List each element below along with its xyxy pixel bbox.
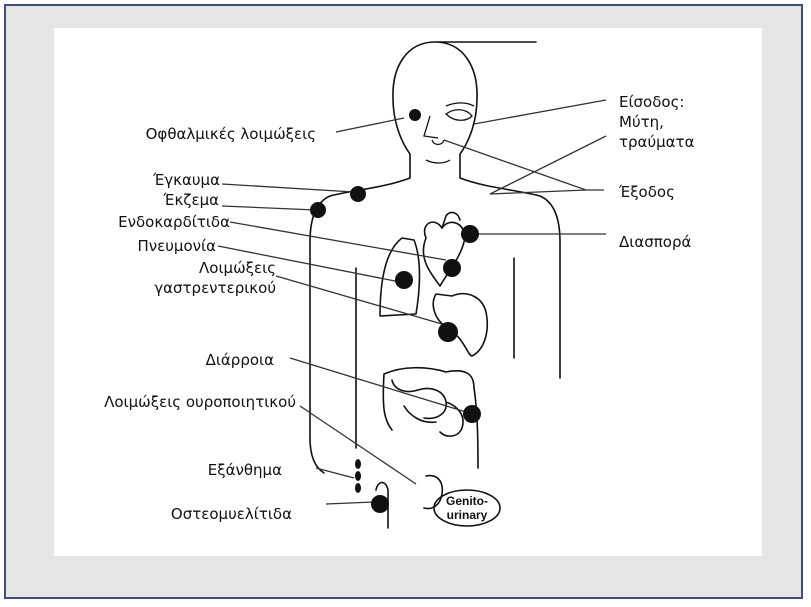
label-osteomyelitis: Οστεομυελίτιδα: [171, 504, 292, 524]
marker-gi: [438, 322, 458, 342]
line-entry-body: [490, 136, 606, 194]
rash-dot-2: [355, 471, 361, 481]
label-dissemination: Διασπορά: [619, 232, 691, 252]
left-eye: [409, 109, 421, 121]
line-exit-nose: [444, 140, 586, 190]
label-urinary-infections: Λοιμώξεις ουροποιητικού: [104, 392, 296, 412]
label-endocarditis: Ενδοκαρδίτιδα: [118, 212, 230, 232]
label-eczema: Έκζεμα: [163, 190, 219, 210]
nose: [424, 116, 444, 145]
intestines: [383, 368, 478, 468]
mouth: [426, 160, 450, 163]
line-eczema: [222, 206, 316, 210]
marker-diarrhea: [463, 405, 481, 423]
rash-dot-3: [355, 483, 361, 493]
label-pneumonia: Πνευμονία: [137, 236, 216, 256]
rash-dot-1: [355, 459, 361, 469]
label-entry-1: Είσοδος:: [619, 92, 684, 112]
right-brow: [446, 103, 474, 106]
line-exit-shoulder: [490, 190, 586, 194]
marker-eczema: [310, 202, 326, 218]
bladder: [424, 476, 442, 509]
label-entry-3: τραύματα: [619, 132, 694, 152]
label-diarrhea: Διάρροια: [206, 350, 274, 370]
label-rash: Εξάνθημα: [208, 460, 282, 480]
marker-burn: [350, 186, 366, 202]
line-burn: [222, 184, 354, 192]
marker-osteomyelitis: [371, 495, 389, 513]
heart: [423, 222, 464, 286]
marker-endocarditis: [443, 259, 461, 277]
line-osteo: [326, 502, 374, 504]
marker-dissemination: [461, 225, 479, 243]
marker-pneumonia: [395, 271, 413, 289]
line-gi: [276, 276, 442, 324]
genitourinary-label-1: Genito-: [446, 494, 488, 508]
label-entry-2: Μύτη,: [619, 112, 664, 132]
label-eye-infections: Οφθαλμικές λοιμώξεις: [146, 124, 316, 144]
body-outline: [310, 42, 560, 438]
diagram-panel: Genito- urinary Οφθαλμικές λοιμώξεις Έγκ…: [54, 28, 762, 556]
right-eye: [446, 110, 472, 121]
label-exit: Έξοδος: [619, 182, 675, 202]
label-gi-infections-2: γαστρεντερικού: [154, 278, 276, 298]
figure-frame: Genito- urinary Οφθαλμικές λοιμώξεις Έγκ…: [4, 4, 803, 599]
line-entry-eye: [474, 100, 606, 124]
line-eye: [336, 118, 404, 132]
line-rash: [316, 468, 354, 478]
label-burn: Έγκαυμα: [153, 170, 220, 190]
genitourinary-label-2: urinary: [447, 508, 488, 522]
line-diarrhea: [290, 358, 466, 412]
label-gi-infections-1: Λοιμώξεις: [199, 258, 276, 278]
